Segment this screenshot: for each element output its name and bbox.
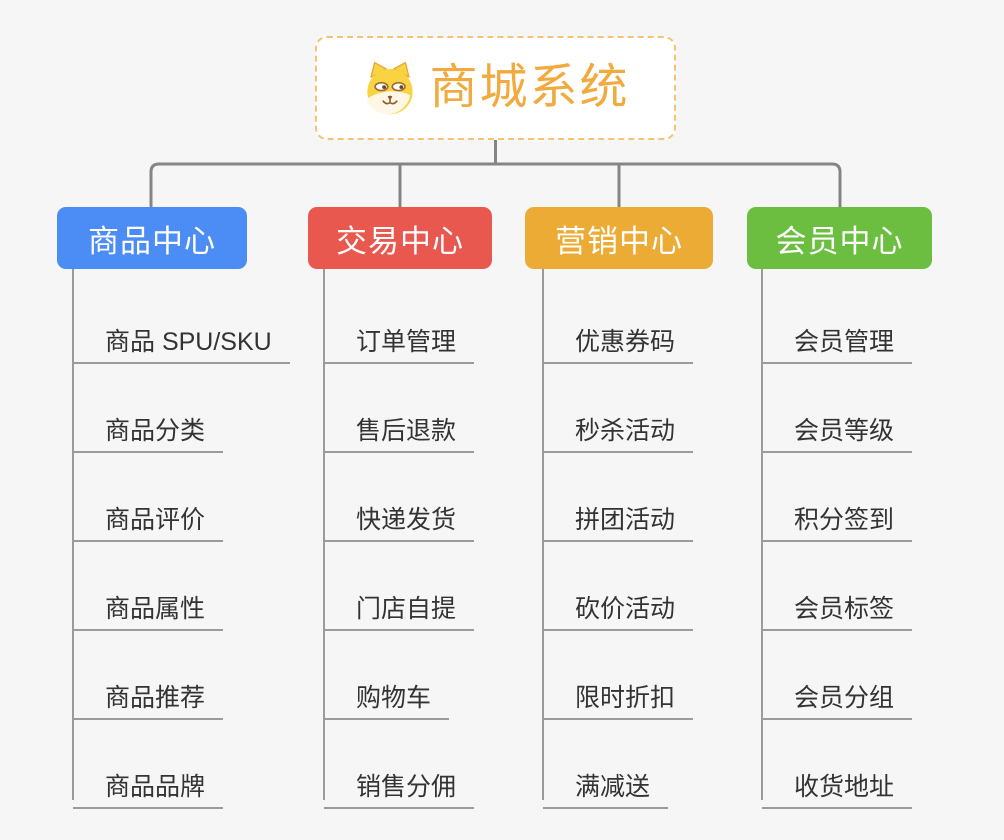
branch-label: 营销中心 xyxy=(555,223,683,259)
branch-label: 会员中心 xyxy=(775,223,904,259)
leaf-node[interactable]: 优惠券码 xyxy=(543,307,694,364)
leaf-node[interactable]: 拼团活动 xyxy=(543,485,694,542)
leaf-node[interactable]: 购物车 xyxy=(324,663,450,720)
leaf-node[interactable]: 快递发货 xyxy=(324,485,475,542)
leaf-node[interactable]: 销售分佣 xyxy=(324,752,475,809)
leaf-node[interactable]: 会员分组 xyxy=(762,663,913,720)
branch-trunk-line xyxy=(761,269,763,800)
leaf-node[interactable]: 商品评价 xyxy=(73,485,224,542)
branch-node-marketing-center[interactable]: 营销中心 xyxy=(525,207,713,269)
leaf-node[interactable]: 商品推荐 xyxy=(73,663,224,720)
branch-trunk-line xyxy=(542,269,544,800)
branch-trunk-line xyxy=(323,269,325,800)
branch-node-trade-center[interactable]: 交易中心 xyxy=(308,207,492,269)
branch-node-member-center[interactable]: 会员中心 xyxy=(747,207,932,269)
branch-trunk-line xyxy=(72,269,74,800)
leaf-node[interactable]: 商品分类 xyxy=(73,396,224,453)
leaf-node[interactable]: 售后退款 xyxy=(324,396,475,453)
leaf-node[interactable]: 收货地址 xyxy=(762,752,913,809)
branch-node-product-center[interactable]: 商品中心 xyxy=(57,207,247,269)
leaf-node[interactable]: 满减送 xyxy=(543,752,669,809)
leaf-node[interactable]: 积分签到 xyxy=(762,485,913,542)
leaf-node[interactable]: 商品属性 xyxy=(73,574,224,631)
leaf-node[interactable]: 订单管理 xyxy=(324,307,475,364)
leaf-node[interactable]: 会员标签 xyxy=(762,574,913,631)
branch-rail-line xyxy=(149,162,842,207)
shiba-dog-icon xyxy=(362,61,414,117)
leaf-node[interactable]: 会员等级 xyxy=(762,396,913,453)
leaf-node[interactable]: 秒杀活动 xyxy=(543,396,694,453)
leaf-node[interactable]: 会员管理 xyxy=(762,307,913,364)
branch-label: 商品中心 xyxy=(88,223,216,259)
leaf-node[interactable]: 门店自提 xyxy=(324,574,475,631)
root-title: 商城系统 xyxy=(429,61,630,114)
leaf-node[interactable]: 商品品牌 xyxy=(73,752,224,809)
leaf-node[interactable]: 砍价活动 xyxy=(543,574,694,631)
leaf-node[interactable]: 商品 SPU/SKU xyxy=(73,307,290,364)
branch-label: 交易中心 xyxy=(336,223,464,259)
leaf-node[interactable]: 限时折扣 xyxy=(543,663,694,720)
root-node[interactable]: 商城系统 xyxy=(315,36,676,140)
